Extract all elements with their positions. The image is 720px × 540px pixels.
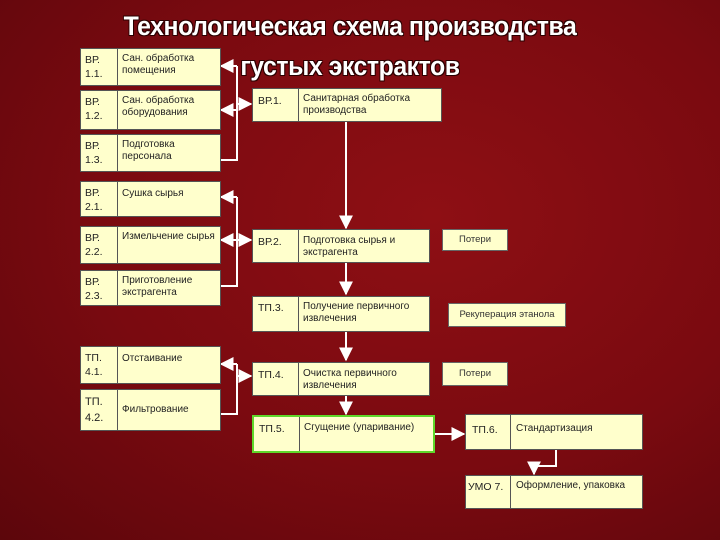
left-step-vr-2-3: ВР. 2.3. Приготовление экстрагента bbox=[80, 270, 221, 306]
main-step-vr-1: ВР.1. Санитарная обработка производства bbox=[252, 88, 442, 122]
left-step-vr-1-3: ВР. 1.3. Подготовка персонала bbox=[80, 134, 221, 172]
side-note-losses: Потери bbox=[442, 229, 508, 251]
step-label: Измельчение сырья bbox=[122, 231, 215, 242]
step-code: ТП.5. bbox=[259, 423, 285, 435]
left-step-vr-2-1: ВР. 2.1. Сушка сырья bbox=[80, 181, 221, 217]
step-code: ВР. 2.2. bbox=[85, 232, 103, 258]
step-code: ВР. 2.1. bbox=[85, 187, 103, 213]
step-code: ТП. 4.1. bbox=[85, 352, 103, 378]
step-label: Сан. обработка оборудования bbox=[122, 95, 195, 118]
step-code: ВР. 1.1. bbox=[85, 54, 103, 80]
side-note-losses: Потери bbox=[442, 362, 508, 386]
step-code: ВР. 1.2. bbox=[85, 96, 103, 122]
left-step-vr-1-2: ВР. 1.2. Сан. обработка оборудования bbox=[80, 90, 221, 130]
step-code: ТП.6. bbox=[472, 424, 498, 436]
step-label: Подготовка персонала bbox=[122, 139, 175, 162]
left-step-tp-4-2: ТП. 4.2. Фильтрование bbox=[80, 389, 221, 431]
final-step-umo-7: УМО 7. Оформление, упаковка bbox=[465, 475, 643, 509]
final-step-tp-6: ТП.6. Стандартизация bbox=[465, 414, 643, 450]
step-label: Получение первичного извлечения bbox=[303, 301, 410, 324]
step-code: ВР. 2.3. bbox=[85, 276, 103, 302]
step-code: ВР.2. bbox=[258, 236, 282, 248]
step-label: Сушка сырья bbox=[122, 188, 184, 199]
step-code: ТП.4. bbox=[258, 369, 284, 381]
main-step-vr-2: ВР.2. Подготовка сырья и экстрагента bbox=[252, 229, 430, 263]
step-code: ТП.3. bbox=[258, 302, 284, 314]
step-code: ВР. 1.3. bbox=[85, 140, 103, 166]
main-step-tp-3: ТП.3. Получение первичного извлечения bbox=[252, 296, 430, 332]
step-label: Отстаивание bbox=[122, 353, 183, 364]
step-label: Очистка первичного извлечения bbox=[303, 368, 397, 391]
step-label: Стандартизация bbox=[516, 423, 593, 434]
step-label: Сан. обработка помещения bbox=[122, 53, 195, 76]
step-label: Оформление, упаковка bbox=[516, 480, 626, 491]
step-label: Фильтрование bbox=[122, 404, 189, 415]
step-code: УМО 7. bbox=[468, 481, 504, 493]
left-step-vr-1-1: ВР. 1.1. Сан. обработка помещения bbox=[80, 48, 221, 86]
step-label: Сгущение (упаривание) bbox=[304, 422, 415, 433]
side-note-ethanol-recovery: Рекуперация этанола bbox=[448, 303, 566, 327]
step-label: Санитарная обработка производства bbox=[303, 93, 411, 116]
main-step-tp-5: ТП.5. Сгущение (упаривание) bbox=[252, 415, 435, 453]
page-title: Технологическая схема производства густы… bbox=[123, 11, 577, 81]
step-code: ВР.1. bbox=[258, 95, 282, 107]
step-label: Приготовление экстрагента bbox=[122, 275, 193, 298]
main-step-tp-4: ТП.4. Очистка первичного извлечения bbox=[252, 362, 430, 396]
left-step-tp-4-1: ТП. 4.1. Отстаивание bbox=[80, 346, 221, 384]
left-step-vr-2-2: ВР. 2.2. Измельчение сырья bbox=[80, 226, 221, 264]
step-code: ТП. 4.2. bbox=[85, 396, 104, 424]
step-label: Подготовка сырья и экстрагента bbox=[303, 235, 396, 258]
